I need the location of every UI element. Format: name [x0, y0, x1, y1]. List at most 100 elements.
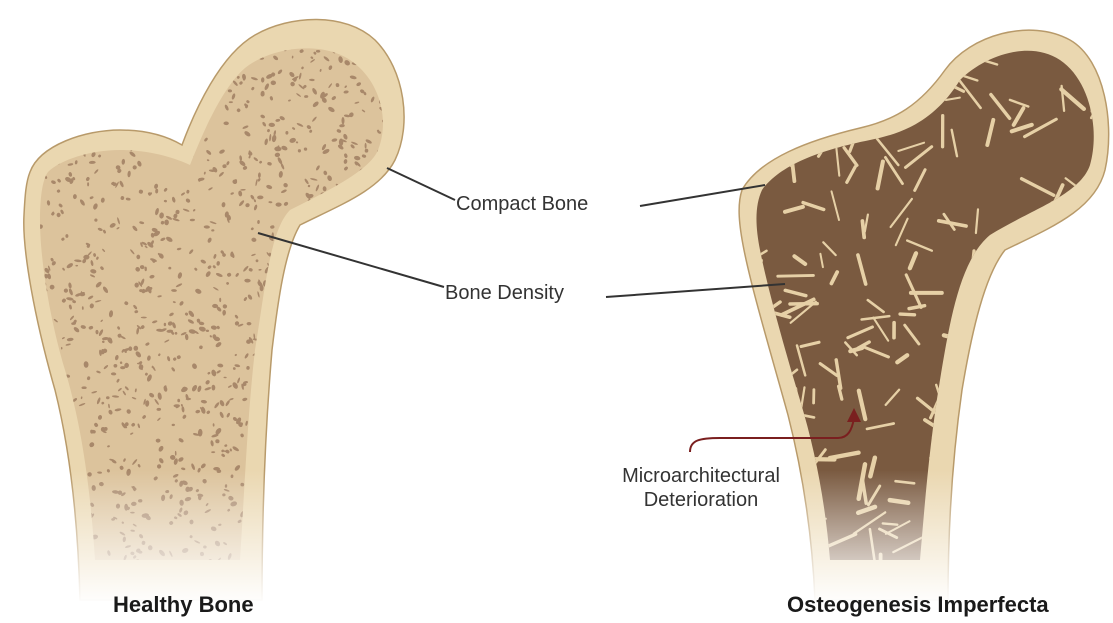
bone-speckle [294, 524, 297, 530]
bone-speckle [354, 289, 358, 293]
bone-speckle [34, 41, 39, 45]
trabecula-strand [819, 109, 833, 140]
bone-speckle [33, 526, 37, 530]
bone-speckle [385, 533, 392, 536]
oi-bone-illustration [717, 30, 1113, 605]
bone-speckle [84, 57, 86, 64]
bone-speckle [47, 499, 50, 503]
trabecula-strand [968, 456, 973, 468]
trabecula-strand [1028, 366, 1064, 373]
bone-speckle [317, 293, 321, 295]
trabecula-strand [1106, 266, 1113, 270]
bone-speckle [288, 458, 291, 461]
bone-speckle [370, 340, 376, 345]
trabecula-strand [1075, 478, 1095, 492]
trabecula-strand [815, 83, 838, 91]
bone-speckle [100, 60, 105, 65]
bone-speckle [286, 342, 291, 348]
bone-speckle [325, 350, 330, 357]
bone-speckle [172, 44, 177, 49]
bone-speckle [320, 427, 326, 432]
bone-speckle [375, 280, 381, 285]
bone-speckle [293, 448, 296, 455]
oi-caption: Osteogenesis Imperfecta [787, 592, 1049, 618]
bone-speckle [355, 449, 360, 454]
bone-speckle [367, 432, 373, 437]
bone-speckle [285, 427, 291, 430]
bone-speckle [384, 411, 390, 416]
bone-speckle [377, 482, 383, 489]
bone-speckle [309, 429, 316, 435]
bone-speckle [344, 528, 347, 531]
bone-speckle [144, 106, 148, 112]
bone-speckle [162, 126, 168, 128]
bone-speckle [59, 443, 63, 450]
bone-speckle [367, 281, 372, 285]
bone-speckle [43, 566, 47, 572]
trabecula-strand [965, 364, 1002, 366]
bone-speckle [34, 566, 37, 571]
trabecula-strand [994, 473, 1009, 477]
trabecula-strand [971, 376, 988, 397]
trabecula-strand [1085, 560, 1098, 570]
bone-speckle [256, 259, 259, 262]
bone-speckle [170, 51, 176, 58]
bone-speckle [182, 43, 185, 47]
bone-speckle [164, 323, 166, 326]
trabecula-strand [1003, 551, 1019, 571]
bone-speckle [329, 385, 333, 388]
bone-speckle [51, 62, 56, 67]
bone-speckle [298, 149, 301, 152]
trabecula-strand [762, 130, 780, 147]
bone-speckle [57, 422, 61, 428]
bone-speckle [41, 69, 48, 76]
bone-speckle [291, 451, 298, 455]
trabecula-strand [1106, 493, 1113, 502]
bone-speckle [46, 390, 50, 394]
trabecula-strand [1065, 279, 1067, 292]
bone-speckle [342, 382, 349, 389]
bone-speckle [366, 525, 370, 529]
bone-speckle [289, 543, 295, 549]
bone-speckle [373, 364, 376, 369]
bone-speckle [287, 415, 292, 421]
bone-speckle [98, 94, 105, 100]
bone-speckle [378, 330, 383, 335]
bone-speckle [129, 85, 133, 92]
bone-speckle [358, 370, 364, 377]
bone-speckle [338, 330, 344, 334]
bone-speckle [354, 425, 357, 429]
bone-speckle [358, 371, 365, 379]
bone-speckle [357, 539, 363, 545]
bone-speckle [332, 224, 338, 227]
bone-speckle [347, 461, 353, 469]
trabecula-strand [1021, 414, 1038, 436]
bone-speckle [355, 460, 363, 465]
bone-speckle [331, 548, 337, 552]
bone-speckle [43, 128, 50, 135]
bone-speckle [349, 483, 354, 487]
bone-speckle [54, 86, 59, 91]
bone-speckle [67, 100, 71, 103]
bone-speckle [188, 107, 195, 110]
trabecula-strand [1078, 348, 1096, 357]
bone-speckle [333, 511, 339, 516]
trabecula-strand [1050, 569, 1066, 591]
bone-speckle [362, 394, 369, 402]
compact-bone-label: Compact Bone [456, 192, 588, 216]
trabecula-strand [900, 314, 914, 315]
bone-speckle [274, 346, 278, 351]
bone-speckle [291, 509, 298, 515]
bone-speckle [111, 77, 113, 82]
bone-speckle [354, 457, 360, 460]
bone-speckle [288, 409, 292, 412]
trabecula-strand [778, 275, 814, 276]
bone-speckle [325, 265, 330, 270]
trabecula-strand [1080, 229, 1098, 231]
bone-speckle [360, 399, 367, 406]
trabecula-strand [996, 417, 1018, 421]
bone-speckle [346, 409, 351, 415]
bone-speckle [337, 242, 344, 247]
bone-speckle [178, 114, 182, 122]
bone-speckle [353, 301, 358, 308]
